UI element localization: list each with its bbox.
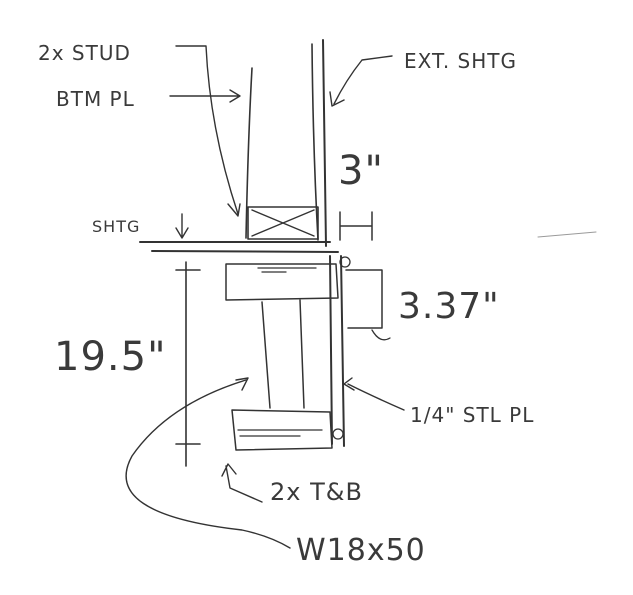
leader-ext-shtg <box>329 55 393 107</box>
top-nailer <box>257 267 317 273</box>
faint-line <box>537 231 597 238</box>
label-2x-tb: 2x T&B <box>270 478 363 506</box>
leader-stud <box>175 45 241 217</box>
beam-web <box>261 299 305 409</box>
dim-337-tick <box>371 329 391 341</box>
label-ext-shtg: EXT. SHTG <box>404 49 517 73</box>
subfloor-line <box>139 241 339 253</box>
ext-sheathing-line <box>322 39 327 247</box>
leader-beam <box>125 377 291 549</box>
steel-plate <box>329 255 345 447</box>
leader-steel-pl <box>343 377 405 411</box>
dim-337-bracket <box>345 269 383 329</box>
label-337: 3.37" <box>398 286 500 327</box>
label-w18x50: W18x50 <box>296 533 426 568</box>
leader-shtg <box>175 213 189 239</box>
bolt-top <box>339 256 351 268</box>
leader-tb <box>221 463 263 503</box>
dim-195-line <box>175 261 201 467</box>
dim-3-line <box>339 211 373 241</box>
stud-mid-line <box>311 43 319 241</box>
bottom-plate <box>247 206 319 240</box>
bolt-bottom <box>332 428 344 440</box>
label-shtg: SHTG <box>92 217 140 236</box>
bottom-plate-cross <box>251 209 315 237</box>
label-btm-pl: BTM PL <box>56 87 135 111</box>
bottom-flange <box>231 409 333 451</box>
stud-left-line <box>245 67 253 239</box>
bottom-nailer <box>237 429 323 437</box>
label-steel-pl: 1/4" STL PL <box>410 403 534 427</box>
label-3in: 3" <box>338 148 384 194</box>
label-2x-stud: 2x STUD <box>38 41 131 65</box>
label-195: 19.5" <box>54 334 166 380</box>
top-flange <box>225 263 339 301</box>
leader-btm-pl <box>169 89 241 103</box>
